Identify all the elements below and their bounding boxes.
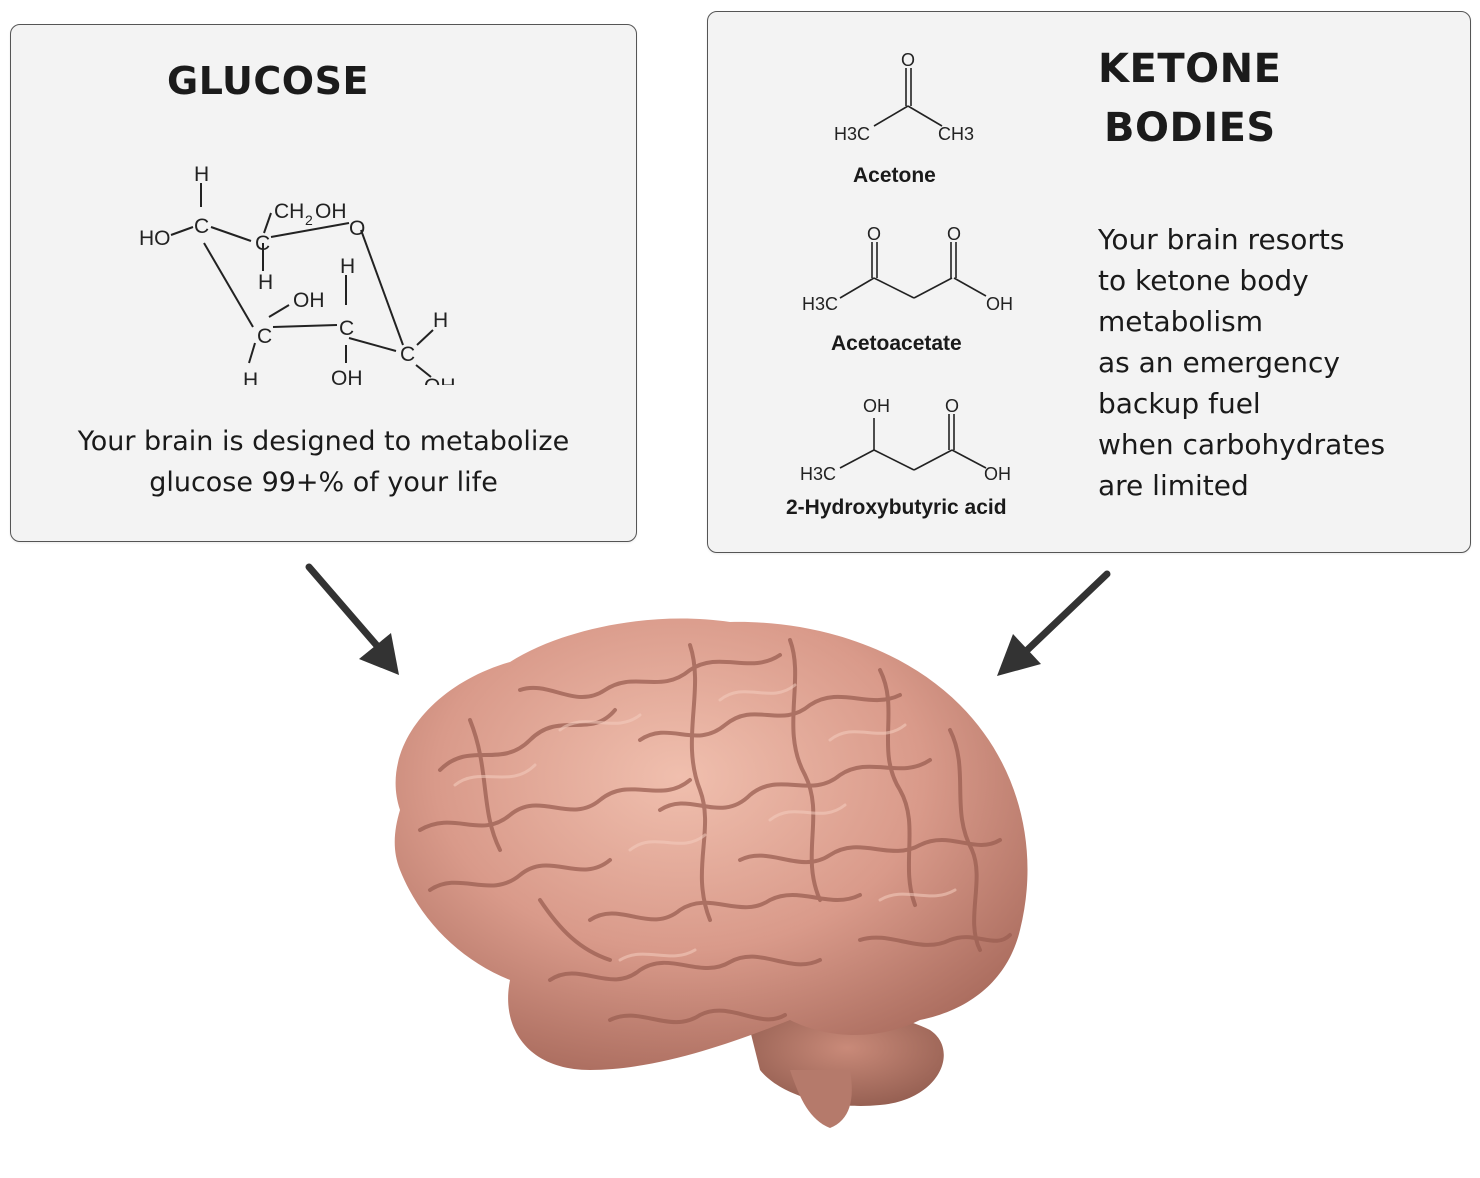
ketone-description-line-1: Your brain resorts <box>1098 223 1345 256</box>
glucose-label-h-bottom: H <box>243 369 258 385</box>
glucose-description-line-2: glucose 99+% of your life <box>149 467 498 498</box>
hydroxybutyric-label-o: O <box>945 396 959 416</box>
ketone-description-line-6: when carbohydrates <box>1098 428 1386 461</box>
acetoacetate-structure: O O H3C OH <box>802 224 1013 314</box>
glucose-label-ch2-oh: OH <box>315 200 347 223</box>
ketone-title-line-1: KETONE <box>1098 46 1282 92</box>
glucose-label-c1: C <box>194 215 209 238</box>
glucose-label-h-mid-left: H <box>258 271 273 294</box>
acetone-label-left: H3C <box>834 124 870 144</box>
glucose-title: GLUCOSE <box>167 59 369 103</box>
glucose-label-oh-bottom: OH <box>331 367 363 385</box>
ketone-description-line-5: backup fuel <box>1098 387 1261 420</box>
hydroxybutyric-acid-name: 2-Hydroxybutyric acid <box>786 496 1007 519</box>
glucose-label-oh-mid: OH <box>293 289 325 312</box>
glucose-label-ch2: CH <box>274 200 304 223</box>
acetone-name: Acetone <box>853 164 936 187</box>
ketone-title-line-2: BODIES <box>1104 105 1276 151</box>
glucose-label-ch2-sub: 2 <box>305 212 313 228</box>
glucose-description-line-1: Your brain is designed to metabolize <box>77 426 570 457</box>
glucose-label-h-top: H <box>194 163 209 186</box>
glucose-label-c2: C <box>255 232 270 255</box>
glucose-description: Your brain is designed to metabolize glu… <box>11 421 636 503</box>
hydroxybutyric-acid-structure: OH O H3C OH <box>800 396 1011 484</box>
acetoacetate-label-o1: O <box>867 224 881 244</box>
acetone-label-right: CH3 <box>938 124 974 144</box>
acetone-structure: O H3C CH3 <box>834 50 974 144</box>
hydroxybutyric-label-oh: OH <box>863 396 890 416</box>
glucose-label-c4: C <box>339 317 354 340</box>
arrow-down-right-icon <box>305 563 399 675</box>
glucose-structure: H CH 2 OH HO C C O H OH H C C C H H OH O… <box>139 163 456 385</box>
brain-cerebrum <box>394 618 1028 1070</box>
ketone-description-line-4: as an emergency <box>1098 346 1340 379</box>
acetone-label-o: O <box>901 50 915 70</box>
glucose-label-o-ring: O <box>349 217 365 240</box>
ketone-description-line-7: are limited <box>1098 469 1249 502</box>
glucose-label-c3: C <box>257 325 272 348</box>
acetoacetate-label-left: H3C <box>802 294 838 314</box>
acetoacetate-label-o2: O <box>947 224 961 244</box>
hydroxybutyric-label-right: OH <box>984 464 1011 484</box>
acetoacetate-label-right: OH <box>986 294 1013 314</box>
glucose-label-c5: C <box>400 343 415 366</box>
brain-stem <box>790 1070 852 1128</box>
hydroxybutyric-label-left: H3C <box>800 464 836 484</box>
glucose-label-h-right: H <box>433 309 448 332</box>
ketone-description-line-3: metabolism <box>1098 305 1263 338</box>
glucose-label-h-mid-right: H <box>340 255 355 278</box>
glucose-panel: GLUCOSE H CH 2 OH HO C C <box>10 24 637 542</box>
brain-illustration <box>394 618 1028 1128</box>
arrow-down-left-icon <box>997 570 1111 676</box>
glucose-label-oh-right: OH <box>424 375 456 385</box>
glucose-label-ho: HO <box>139 227 171 250</box>
acetoacetate-name: Acetoacetate <box>831 332 962 355</box>
ketone-panel: KETONE BODIES O H3C CH3 Acetone O <box>707 11 1471 553</box>
ketone-description-line-2: to ketone body <box>1098 264 1309 297</box>
